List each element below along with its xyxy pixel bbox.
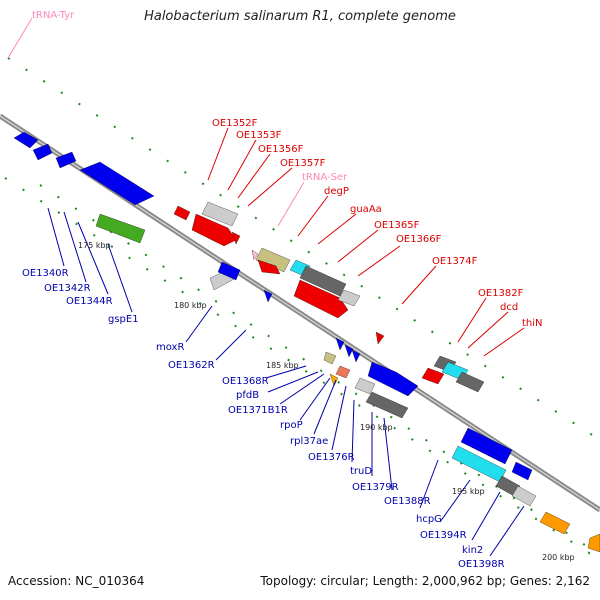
kbp-label-200: 200 kbp: [542, 553, 575, 562]
gene-gray-3: [511, 485, 537, 507]
gene-oe1379r: [367, 361, 419, 397]
label-oe1394r: OE1394R: [420, 530, 467, 541]
gene-oe1353f: [191, 213, 237, 247]
label-oe1365f: OE1365F: [374, 220, 420, 231]
label-oe1352f: OE1352F: [212, 118, 258, 129]
label-oe1382f: OE1382F: [478, 288, 524, 299]
gene-degp: [257, 259, 281, 275]
label-oe1340r: OE1340R: [22, 268, 69, 279]
gene-red-a: [173, 205, 191, 221]
map-title: Halobacterium salinarum R1, complete gen…: [144, 9, 456, 24]
label-gspe1: gspE1: [108, 314, 139, 325]
gene-oe1371b1r: [344, 344, 354, 358]
gene-rpl37ae: [335, 365, 351, 379]
kbp-label-180: 180 kbp: [174, 301, 207, 310]
label-degp: degP: [324, 186, 349, 197]
gene-moxr: [217, 261, 241, 281]
label-moxr: moxR: [156, 342, 184, 353]
gene-oe1388r: [365, 391, 409, 419]
kbp-label-195: 195 kbp: [452, 487, 485, 496]
label-trna-ser: tRNA-Ser: [302, 172, 348, 183]
label-oe1398r: OE1398R: [458, 559, 505, 570]
gene-gray-4: [337, 289, 361, 307]
gene-trna-ser: [251, 249, 259, 261]
gene-trud: [354, 377, 376, 395]
gene-orange-2: [587, 533, 600, 553]
gene-oe1376r: [329, 373, 339, 387]
label-pfdb: pfdB: [236, 390, 259, 401]
gene-pfdb: [335, 337, 345, 351]
label-hcpg: hcpG: [416, 514, 442, 525]
gene-oe1356f: [231, 231, 241, 245]
label-oe1353f: OE1353F: [236, 130, 282, 141]
label-oe1376r: OE1376R: [308, 452, 355, 463]
label-kin2: kin2: [462, 545, 483, 556]
gene-oe1344r: [55, 151, 77, 169]
gene-gspe1: [79, 161, 155, 206]
label-oe1371b1r: OE1371B1R: [228, 405, 288, 416]
outer-tick-ring: [4, 57, 600, 561]
gene-red-b: [455, 371, 485, 393]
genome-summary-text: Topology: circular; Length: 2,000,962 bp…: [260, 574, 590, 588]
gene-oe1362r: [263, 289, 273, 303]
gene-name-labels: tRNA-Tyr OE1352F OE1353F OE1356F OE1357F…: [22, 10, 543, 570]
label-oe1356f: OE1356F: [258, 144, 304, 155]
gene-oe1374f: [375, 331, 385, 345]
gene-hcpg: [460, 427, 513, 465]
label-trna-tyr: tRNA-Tyr: [32, 10, 75, 21]
gene-oe1342r: [32, 143, 53, 161]
gene-gray-1: [95, 213, 146, 244]
label-guaaa: guaAa: [350, 204, 382, 215]
label-dcd: dcd: [500, 302, 518, 313]
kbp-label-190: 190 kbp: [360, 423, 393, 432]
label-oe1362r: OE1362R: [168, 360, 215, 371]
gene-kin2: [511, 461, 533, 481]
label-oe1374f: OE1374F: [432, 256, 478, 267]
label-trud: truD: [350, 466, 372, 477]
gene-oe1352f: [201, 201, 239, 227]
label-rpl37ae: rpl37ae: [290, 436, 328, 447]
minus-strand-genes: [13, 131, 600, 553]
label-oe1379r: OE1379R: [352, 482, 399, 493]
label-oe1342r: OE1342R: [44, 283, 91, 294]
gene-oe1357f: [255, 247, 291, 273]
label-oe1366f: OE1366F: [396, 234, 442, 245]
kbp-label-185: 185 kbp: [266, 361, 299, 370]
label-rpop: rpoP: [280, 420, 303, 431]
gene-oe1366f: [293, 279, 349, 319]
gene-orange-1: [539, 511, 571, 535]
leader-lines: [7, 17, 525, 557]
gene-oe1365f: [299, 265, 347, 297]
kbp-markers: 175 kbp 180 kbp 185 kbp 190 kbp 195 kbp …: [78, 241, 575, 562]
label-oe1388r: OE1388R: [384, 496, 431, 507]
gene-rpop: [351, 349, 361, 363]
label-thin: thiN: [522, 318, 543, 329]
kbp-label-175: 175 kbp: [78, 241, 111, 250]
gene-oe1340r: [13, 131, 39, 149]
plus-strand-genes: [173, 201, 485, 393]
gene-thin: [421, 367, 445, 385]
gene-oe1368r: [323, 351, 337, 365]
label-oe1357f: OE1357F: [280, 158, 326, 169]
label-oe1344r: OE1344R: [66, 296, 113, 307]
label-oe1368r: OE1368R: [222, 376, 269, 387]
accession-text: Accession: NC_010364: [8, 574, 145, 588]
